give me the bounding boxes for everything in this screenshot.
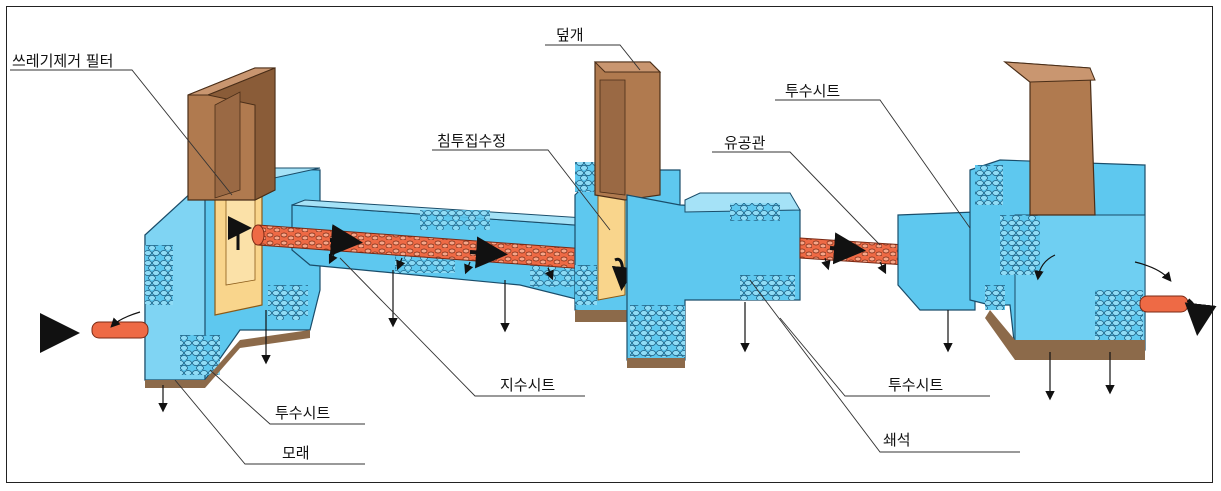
pebble-fill — [420, 210, 490, 230]
pebble-fill — [975, 165, 1003, 205]
trench-middle — [251, 199, 601, 301]
left-filter-well — [144, 67, 321, 388]
sand-base — [627, 358, 685, 368]
label-permeable-sheet-left: 투수시트 — [275, 404, 330, 422]
pebble-fill — [630, 305, 685, 357]
label-crushed-stone: 쇄석 — [883, 431, 911, 449]
label-permeable-sheet-middle: 투수시트 — [888, 376, 943, 394]
label-waterproof-sheet: 지수시트 — [500, 376, 555, 394]
pebble-fill — [180, 335, 220, 375]
sand-base — [145, 380, 205, 388]
infiltration-arrows — [158, 251, 1115, 413]
trench-right — [626, 192, 906, 368]
pebble-fill — [395, 255, 455, 273]
pebble-fill — [1095, 290, 1143, 345]
label-infiltration-well: 침투집수정 — [437, 132, 506, 150]
label-permeable-sheet-right: 투수시트 — [785, 82, 840, 100]
pebble-fill — [575, 265, 597, 305]
sand-base — [575, 310, 627, 322]
pebble-fill — [268, 285, 308, 320]
label-trash-filter: 쓰레기제거 필터 — [12, 52, 113, 70]
inlet-pipe — [40, 311, 149, 353]
sand-base — [985, 310, 1145, 360]
pebble-fill — [985, 285, 1005, 310]
pebble-fill — [740, 275, 795, 300]
outflow-arrow-icon — [1184, 298, 1217, 336]
pebble-fill — [145, 245, 173, 305]
label-sand: 모래 — [282, 444, 310, 462]
right-infiltration-box — [897, 61, 1217, 360]
flow-arrow-icon — [611, 257, 636, 291]
label-perforated-pipe: 유공관 — [724, 134, 766, 152]
flow-arrow-icon — [227, 216, 252, 250]
pebble-fill — [575, 162, 597, 192]
label-cover: 덮개 — [556, 26, 584, 44]
outlet-pipe — [1139, 295, 1189, 313]
sand-base — [205, 330, 310, 388]
leader-lines — [10, 44, 1020, 465]
pebble-fill — [1000, 215, 1040, 275]
pebble-fill — [730, 203, 780, 221]
diagram-frame — [6, 6, 1213, 483]
